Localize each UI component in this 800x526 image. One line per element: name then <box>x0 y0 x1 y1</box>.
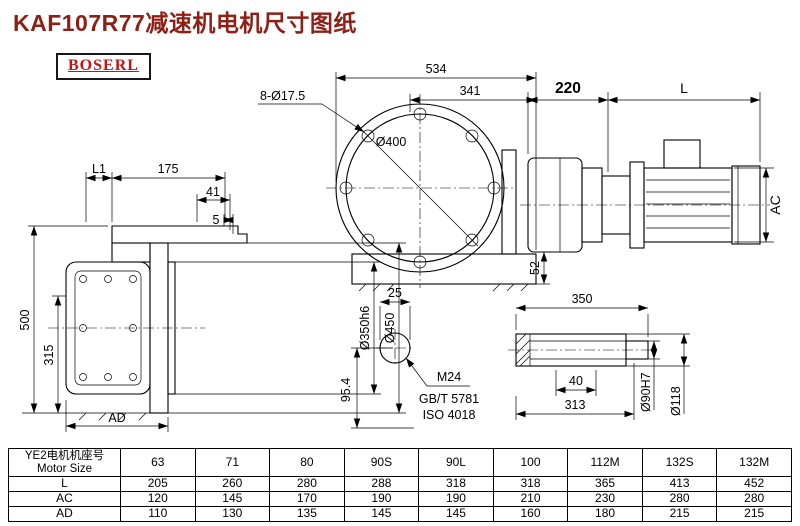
table-cell: 190 <box>418 491 494 507</box>
table-cell: 230 <box>567 491 643 507</box>
dim-label-350: 350 <box>572 292 593 306</box>
table-cell: 130 <box>194 506 271 522</box>
dim-label-41: 41 <box>206 185 220 199</box>
dim-label-90H7: Ø90H7 <box>639 372 653 412</box>
dim-label-L: L <box>680 80 688 96</box>
table-row-label: AC <box>8 491 121 507</box>
table-cell: 145 <box>418 506 494 522</box>
dim-label-95-4: 95.4 <box>339 378 353 402</box>
table-size-cell: 112M <box>567 448 643 477</box>
note-iso-4018: ISO 4018 <box>423 408 476 422</box>
dim-label-175: 175 <box>158 162 179 176</box>
table-row-AD: AD 110 130 135 145 145 160 180 215 215 <box>8 506 792 522</box>
table-header-row: YE2电机机座号 Motor Size 63 71 80 90S 90L 100… <box>8 448 792 477</box>
note-m24: M24 <box>437 370 461 384</box>
table-cell: 260 <box>194 476 271 492</box>
table-cell: 170 <box>269 491 345 507</box>
table-cell: 210 <box>492 491 569 507</box>
dim-label-350h6: Ø350h6 <box>358 306 372 351</box>
brand-box: BOSERL <box>56 53 151 80</box>
brand-logo: BOSERL <box>68 57 139 74</box>
dim-label-ad: AD <box>108 411 125 425</box>
table-size-cell: 132M <box>716 448 792 477</box>
table-cell: 145 <box>343 506 420 522</box>
dim-label-40: 40 <box>569 374 583 388</box>
table-cell: 135 <box>269 506 345 522</box>
table-cell: 205 <box>120 476 196 492</box>
dim-label-AC: AC <box>767 195 783 214</box>
table-header-cn: YE2电机机座号 <box>24 449 105 462</box>
motor-size-table: YE2电机机座号 Motor Size 63 71 80 90S 90L 100… <box>8 448 792 522</box>
ground-hatch <box>358 283 529 292</box>
table-header-en: Motor Size <box>37 462 92 475</box>
table-header-motor-size: YE2电机机座号 Motor Size <box>8 448 121 477</box>
dim-label-118: Ø118 <box>669 386 683 416</box>
table-row-AC: AC 120 145 170 190 190 210 230 280 280 <box>8 491 792 507</box>
side-view-geometry <box>48 225 248 421</box>
table-cell: 365 <box>567 476 643 492</box>
table-row-label: AD <box>8 506 121 522</box>
table-row-label: L <box>8 476 121 492</box>
section-hatch <box>515 333 531 367</box>
table-size-cell: 63 <box>120 448 196 477</box>
dim-label-341: 341 <box>460 84 481 98</box>
motor-fins <box>646 179 730 229</box>
table-size-cell: 100 <box>492 448 569 477</box>
dim-label-400: Ø400 <box>376 135 407 149</box>
ground-hatch <box>78 412 147 421</box>
table-cell: 180 <box>567 506 643 522</box>
table-row-L: L 205 260 280 288 318 318 365 413 452 <box>8 476 792 492</box>
table-cell: 413 <box>641 476 718 492</box>
table-size-cell: 90L <box>418 448 494 477</box>
detail-hollow-shaft: 350 40 313 Ø90H7 Ø118 <box>508 292 690 420</box>
dim-label-52: 52 <box>528 261 542 275</box>
table-cell: 280 <box>269 476 345 492</box>
front-view-flange: 534 341 8-Ø17.5 Ø400 52 25 95.4 M24 GB/T… <box>258 62 550 429</box>
dim-label-315: 315 <box>42 345 56 366</box>
front-view-dimension-lines <box>258 72 550 429</box>
side-view-dimension-lines <box>22 172 406 432</box>
table-cell: 318 <box>418 476 494 492</box>
table-cell: 110 <box>120 506 196 522</box>
page-title: KAF107R77减速机电机尺寸图纸 <box>13 10 357 36</box>
dim-label-220: 220 <box>555 80 581 97</box>
table-cell: 160 <box>492 506 569 522</box>
table-cell: 280 <box>641 491 718 507</box>
table-cell: 120 <box>120 491 196 507</box>
table-size-cell: 132S <box>641 448 718 477</box>
detail-dimension-lines <box>515 304 690 420</box>
table-cell: 318 <box>492 476 569 492</box>
table-cell: 215 <box>716 506 792 522</box>
table-cell: 145 <box>194 491 271 507</box>
table-size-cell: 90S <box>343 448 420 477</box>
table-cell: 215 <box>641 506 718 522</box>
note-gbt-5781: GB/T 5781 <box>419 392 479 406</box>
dim-label-500: 500 <box>18 310 32 331</box>
detail-geometry <box>508 333 660 367</box>
dim-label-25: 25 <box>388 286 402 300</box>
motor-dimension-lines <box>527 92 774 243</box>
dim-label-534: 534 <box>426 62 447 76</box>
motor-geometry <box>520 139 770 253</box>
dim-label-bolt-circle: 8-Ø17.5 <box>260 89 305 103</box>
table-cell: 190 <box>343 491 420 507</box>
dim-label-313: 313 <box>565 398 586 412</box>
table-size-cell: 71 <box>194 448 271 477</box>
side-view-motor: 220 L AC <box>520 80 783 253</box>
dim-label-5: 5 <box>213 213 220 227</box>
table-cell: 288 <box>343 476 420 492</box>
table-size-cell: 80 <box>269 448 345 477</box>
dim-label-l1: L1 <box>92 162 106 176</box>
technical-drawing: L1 175 41 5 500 315 AD Ø350h6 Ø450 <box>18 62 783 432</box>
table-cell: 452 <box>716 476 792 492</box>
table-cell: 280 <box>716 491 792 507</box>
